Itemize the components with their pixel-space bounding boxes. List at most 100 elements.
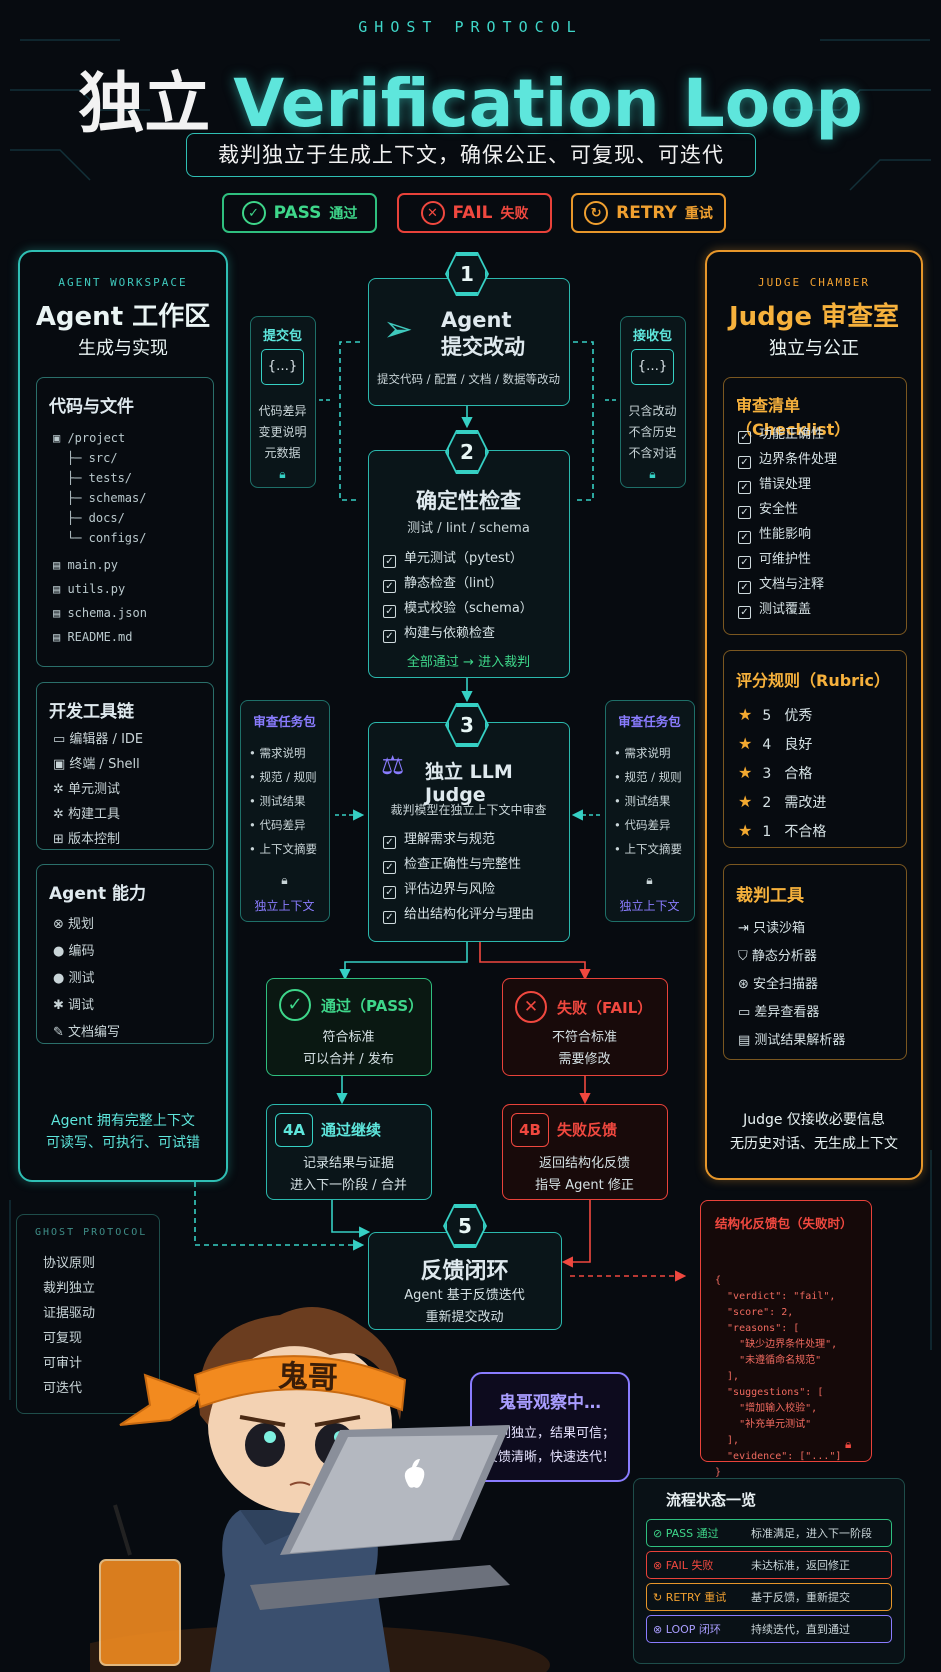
receive-package: 接收包 {…} 只含改动不含历史不含对话 🔒︎: [620, 316, 686, 488]
star-icon: ★: [738, 763, 753, 782]
check-item: ✓静态检查（lint）: [383, 571, 533, 596]
step1-title-line: Agent: [441, 308, 512, 332]
ide-icon: ▭: [53, 732, 70, 747]
judge-tool-item: ⛉ 静态分析器: [738, 943, 845, 971]
ability-label: 测试: [68, 971, 95, 986]
status-key-text: FAIL: [665, 1559, 688, 1572]
file-item[interactable]: ▤ README.md: [53, 625, 147, 649]
abilities-list: ⊗ 规划 ● 编码 ● 测试 ✱ 调试 ✎ 文档编写: [53, 911, 120, 1046]
submit-package-lines: 代码差异变更说明元数据: [251, 401, 314, 464]
check-label: 评估边界与风险: [404, 882, 496, 897]
status-key-text: RETRY: [665, 1591, 701, 1604]
ghost-item: 协议原则: [43, 1256, 96, 1271]
checkbox-icon: ✓: [738, 456, 751, 469]
tree-item[interactable]: ├─ src/: [67, 451, 118, 465]
checkbox-icon: ✓: [738, 481, 751, 494]
check-circle-icon: ✓: [241, 201, 266, 225]
step5-feedback-loop: 反馈闭环 Agent 基于反馈迭代重新提交改动: [368, 1232, 562, 1330]
feedback-title: 结构化反馈包（失败时）: [715, 1216, 853, 1231]
checklist-item: ✓可维护性: [738, 547, 837, 572]
judge-tool-label: 测试结果解析器: [754, 1033, 846, 1048]
checklist-item: ✓测试覆盖: [738, 597, 837, 622]
file-item[interactable]: ▤ schema.json: [53, 601, 147, 625]
footer-line: Agent 拥有完整上下文: [51, 1113, 195, 1129]
task-item: • 上下文摘要: [614, 842, 682, 856]
star-icon: ★: [738, 792, 753, 811]
ghost-item: 可复现: [43, 1331, 83, 1346]
step4b-badge: 4B: [511, 1113, 549, 1147]
step4a-pass-continue: 4A 通过继续 记录结果与证据进入下一阶段 / 合并: [266, 1104, 432, 1200]
status-key: ⊗ FAIL 失败: [653, 1557, 741, 1573]
rubric-label: 合格: [784, 766, 813, 782]
status-row-fail: ⊗ FAIL 失败未达标准，返回修正: [646, 1551, 892, 1579]
task-package-left: 审查任务包 • 需求说明 • 规范 / 规则 • 测试结果 • 代码差异 • 上…: [240, 700, 330, 922]
check-item: ✓给出结构化评分与理由: [383, 902, 534, 927]
task-package-items: • 需求说明 • 规范 / 规则 • 测试结果 • 代码差异 • 上下文摘要: [249, 741, 317, 861]
checklist-section: 审查清单（Checklist） ✓功能正确性 ✓边界条件处理 ✓错误处理 ✓安全…: [723, 377, 907, 635]
abilities-section: Agent 能力 ⊗ 规划 ● 编码 ● 测试 ✱ 调试 ✎ 文档编写: [36, 864, 214, 1044]
bubble-line: 裁判独立，结果可信；: [484, 1426, 615, 1441]
scales-icon: ⚖: [381, 751, 405, 781]
tree-item[interactable]: └─ configs/: [67, 531, 147, 545]
build-icon: ✲: [53, 807, 69, 822]
task-item: • 规范 / 规则: [249, 770, 317, 784]
status-row-loop: ⊗ LOOP 闭环持续迭代，直到通过: [646, 1615, 892, 1643]
bubble-text: 裁判独立，结果可信；反馈清晰，快速迭代！: [472, 1422, 628, 1470]
pass-line: 可以合并 / 发布: [303, 1052, 394, 1067]
paper-plane-icon: ➢: [383, 309, 414, 350]
task-label: 需求说明: [624, 746, 671, 760]
agent-workspace-title: Agent 工作区: [35, 302, 211, 332]
checkbox-icon: ✓: [383, 605, 396, 618]
footer-line: Judge 仅接收必要信息: [743, 1112, 885, 1128]
task-package-footer: 独立上下文: [254, 899, 315, 913]
checklist-title: 审查清单（Checklist）: [736, 396, 851, 439]
ghost-item: 可迭代: [43, 1381, 83, 1396]
file-item[interactable]: ▤ main.py: [53, 553, 147, 577]
status-key: ↻ RETRY 重试: [653, 1589, 741, 1605]
file-name: utils.py: [67, 582, 126, 596]
task-label: 需求说明: [259, 746, 306, 760]
rubric-score: 5: [762, 708, 772, 724]
tree-item[interactable]: ├─ tests/: [67, 471, 133, 485]
feedback-json: { "verdict": "fail", "score": 2, "reason…: [715, 1241, 841, 1513]
file-name: main.py: [67, 558, 119, 572]
package-line: 只含改动: [628, 404, 677, 418]
file-item[interactable]: ▤ utils.py: [53, 577, 147, 601]
abilities-title: Agent 能力: [49, 884, 147, 904]
step3-title: 独立 LLM Judge: [425, 761, 513, 806]
toolchain-section: 开发工具链 ▭ 编辑器 / IDE ▣ 终端 / Shell ✲ 单元测试 ✲ …: [36, 682, 214, 850]
task-item: • 代码差异: [614, 818, 671, 832]
status-row-retry: ↻ RETRY 重试基于反馈，重新提交: [646, 1583, 892, 1611]
tool-label: 终端 / Shell: [69, 757, 140, 772]
tree-root[interactable]: ▣ /project: [53, 428, 146, 448]
tree-item: /project: [67, 431, 126, 445]
json-line: ],: [715, 1435, 740, 1446]
lock-icon: 🔒︎: [646, 873, 653, 887]
task-label: 上下文摘要: [259, 842, 317, 856]
tree-item[interactable]: ├─ schemas/: [67, 491, 147, 505]
checkbox-icon: ✓: [383, 886, 396, 899]
tree-item[interactable]: ├─ docs/: [67, 511, 125, 525]
rubric-score: 3: [762, 766, 772, 782]
task-package-title: 审查任务包: [253, 714, 316, 729]
checklist-item: ✓文档与注释: [738, 572, 837, 597]
document-icon: ▤: [738, 1033, 755, 1048]
files-title: 代码与文件: [49, 397, 134, 417]
star-icon: ★: [738, 821, 753, 840]
step4b-line: 返回结构化反馈: [538, 1156, 630, 1171]
scan-icon: ⊛: [738, 977, 754, 992]
task-item: • 需求说明: [249, 746, 306, 760]
step4a-badge: 4A: [275, 1113, 313, 1147]
rubric-item: ★ 3 合格: [738, 759, 826, 788]
json-line: "补充单元测试": [715, 1419, 812, 1430]
status-key-text: PASS: [665, 1527, 694, 1540]
tool-label: 构建工具: [68, 807, 121, 822]
checkbox-icon: ✓: [383, 630, 396, 643]
diff-icon: ▭: [738, 1005, 755, 1020]
loop-icon: ⊗: [653, 1623, 666, 1636]
step4a-desc: 记录结果与证据进入下一阶段 / 合并: [267, 1153, 430, 1197]
